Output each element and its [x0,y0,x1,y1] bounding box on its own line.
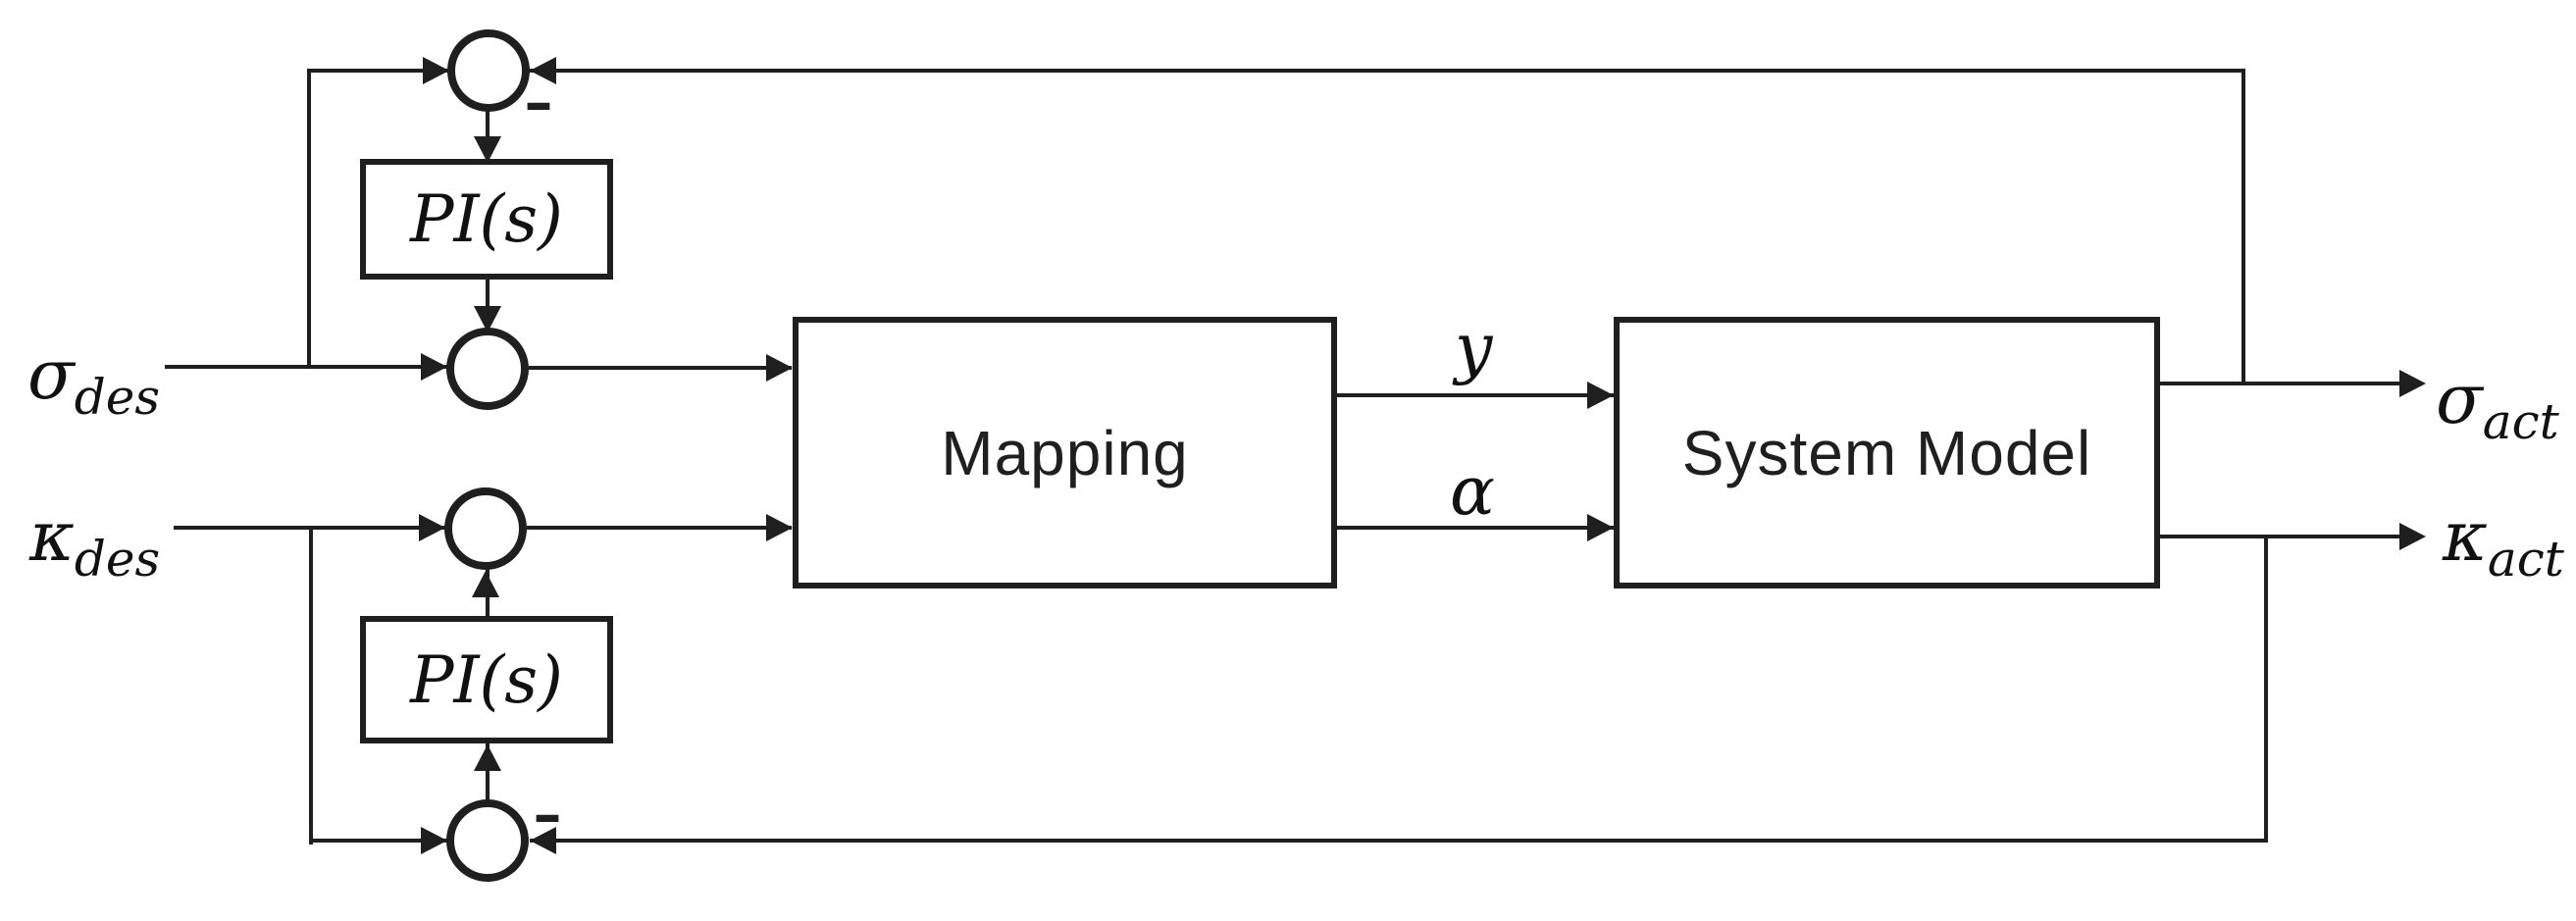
kappa-des-label: κdes [29,502,160,584]
minus-sign-top: – [521,74,556,130]
sum-top-to-pi-line [486,106,489,163]
arrowhead-alpha-into-system-model [1587,514,1614,541]
pi-top-to-sum-line [486,278,489,333]
sigma-des-branch-vertical [307,69,311,369]
kappa-des-subscript: des [74,531,161,588]
pi-controller-top-label: PI(s) [410,181,563,257]
alpha-signal-label: α [1450,453,1495,531]
alpha-signal-line [1337,526,1614,530]
top-line-left-segment [309,69,449,73]
arrowhead-into-pi-top [474,136,501,163]
arrowhead-kappa-act [2399,523,2426,550]
arrowhead-into-sum-bottom-left [421,827,447,854]
sum-junction-top [447,29,530,112]
mapping-block: Mapping [793,317,1337,588]
sum-bottom-to-pi-line [486,742,489,803]
arrowhead-y-into-system-model [1587,382,1614,409]
pi-controller-bottom-block: PI(s) [360,616,613,743]
arrowhead-into-mapping-upper [766,354,793,382]
y-signal-line [1337,393,1614,397]
system-model-block: System Model [1614,317,2160,588]
arrowhead-into-sum-sigma-left [421,353,447,381]
sum-junction-sigma [446,328,529,410]
sum-junction-bottom [446,799,529,882]
sum-junction-kappa [444,487,527,570]
kappa-des-base: κ [29,496,75,577]
kappa-act-line [2160,535,2413,538]
sigma-act-base: σ [2436,359,2483,439]
arrowhead-into-pi-bottom [474,744,501,771]
minus-sign-bottom-glyph: – [533,781,562,847]
pi-controller-top-block: PI(s) [360,159,613,280]
minus-sign-top-glyph: – [524,69,553,135]
arrowhead-into-sum-bottom-right [530,827,556,854]
sigma-act-subscript: act [2482,393,2559,450]
sigma-des-label: σdes [27,340,160,422]
sigma-des-subscript: des [74,369,161,426]
feedback-line-top [530,69,2245,73]
sigma-act-line [2160,382,2413,385]
feedback-line-top-vertical [2241,69,2245,385]
kappa-act-base: κ [2443,496,2488,577]
pi-controller-bottom-label: PI(s) [410,641,563,718]
feedback-line-bottom [530,839,2268,843]
y-signal-label: y [1455,310,1493,387]
system-model-label: System Model [1681,417,2092,488]
arrowhead-sigma-act [2399,370,2426,397]
kappa-act-subscript: act [2487,531,2564,588]
kappa-act-label: κact [2443,502,2564,584]
minus-sign-bottom: – [530,786,565,843]
sum-kappa-to-mapping-line [527,526,792,530]
bottom-line-left-segment [309,839,448,843]
mapping-label: Mapping [941,417,1189,488]
sigma-act-label: σact [2436,365,2559,446]
arrowhead-into-sum-kappa-left [419,514,445,541]
arrowhead-into-sum-top-left [423,57,449,84]
sigma-des-base: σ [27,334,75,415]
sum-sigma-to-mapping-line [529,366,792,370]
feedback-line-bottom-vertical [2264,535,2268,843]
arrowhead-into-sum-kappa-bottom [472,571,499,597]
sigma-des-line [165,365,447,369]
arrowhead-into-sum-top-right [530,57,556,84]
kappa-des-branch-vertical [309,526,313,844]
arrowhead-into-mapping-lower [766,514,793,541]
